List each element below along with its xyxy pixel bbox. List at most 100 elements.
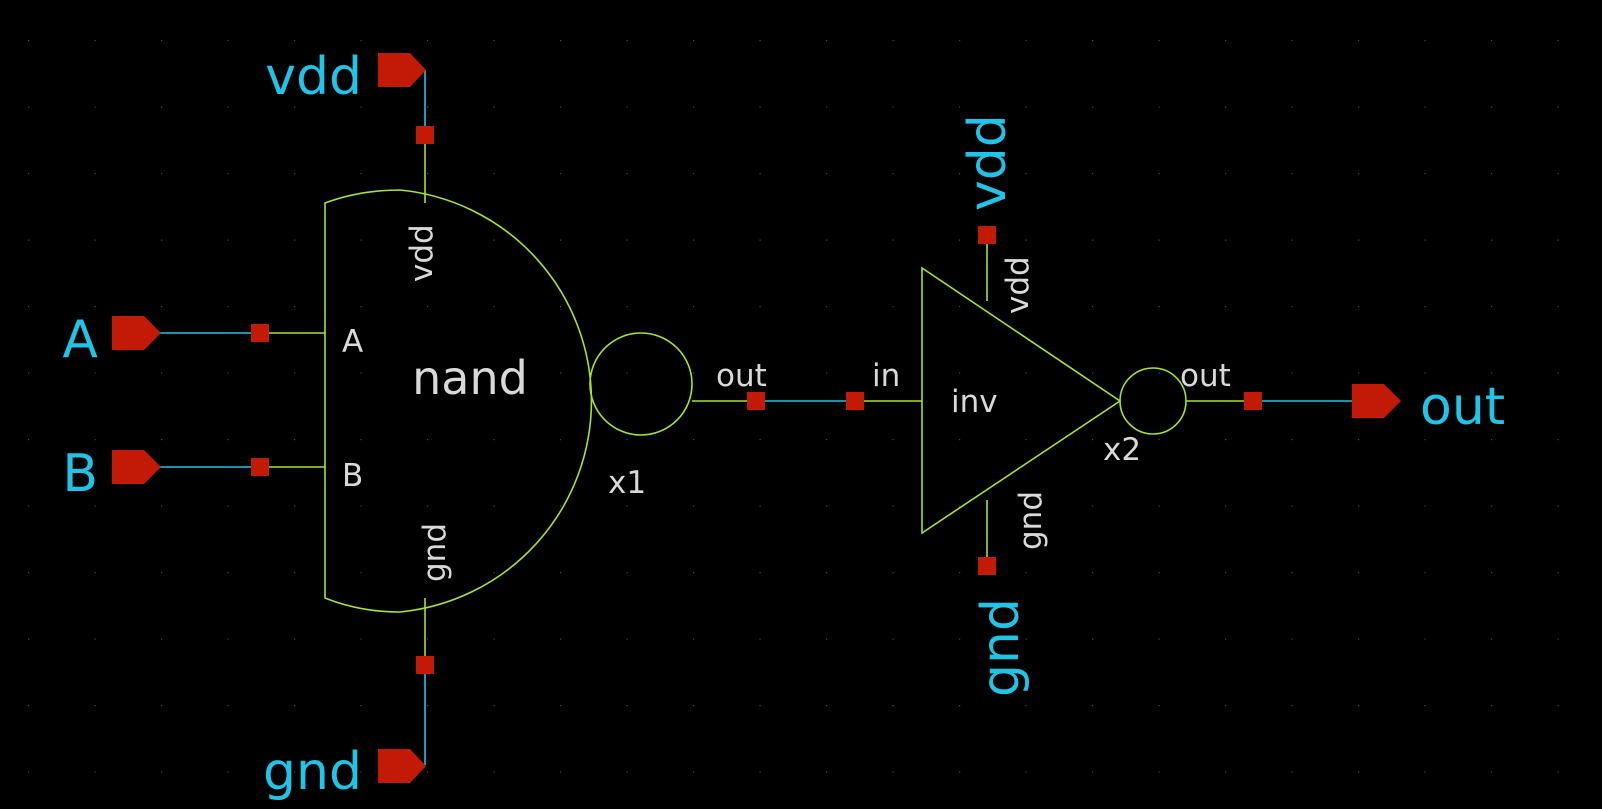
grid-dot [1158,239,1160,241]
grid-dot [959,239,961,241]
port-a-shape[interactable] [112,316,161,350]
grid-dot [826,173,828,175]
grid-dot [360,372,362,374]
junction-a[interactable] [251,324,269,342]
grid-dot [1291,372,1293,374]
grid-dot [161,572,163,574]
grid-dot [28,372,30,374]
grid-dot [1225,40,1227,42]
grid-dot [28,106,30,108]
junction-inv-in[interactable] [846,392,864,410]
junction-vdd-top[interactable] [416,126,434,144]
grid-dot [626,638,628,640]
grid-dot [1358,306,1360,308]
grid-dot [161,439,163,441]
grid-dot [1092,372,1094,374]
grid-dot [94,505,96,507]
port-b-shape[interactable] [112,450,161,484]
junction-gnd-bottom[interactable] [416,656,434,674]
grid-dot [1225,439,1227,441]
grid-dot [1092,239,1094,241]
grid-dot [360,505,362,507]
grid-dot [493,705,495,707]
grid-dot [1092,771,1094,773]
junction-nand-out[interactable] [747,392,765,410]
grid-dot [1358,705,1360,707]
grid-dot [28,705,30,707]
grid-dot [1025,306,1027,308]
grid-dot [1158,638,1160,640]
grid-dot [560,106,562,108]
grid-dot [626,40,628,42]
grid-dot [1225,505,1227,507]
grid-dot [1557,239,1559,241]
junction-inv-out[interactable] [1244,392,1262,410]
grid-dot [626,173,628,175]
port-vdd-top-shape[interactable] [378,53,426,87]
grid-dot [1557,705,1559,707]
grid-dot [1025,572,1027,574]
port-out-shape[interactable] [1352,384,1401,418]
grid-dot [1092,306,1094,308]
grid-dot [161,106,163,108]
grid-dot [1291,638,1293,640]
junctions [251,126,1262,674]
grid-dot [227,40,229,42]
port-vdd-top-label: vdd [265,47,362,107]
grid-dot [1291,106,1293,108]
grid-dot [759,106,761,108]
port-gnd-bottom-shape[interactable] [378,749,426,783]
grid-dot [759,372,761,374]
grid-dot [1025,439,1027,441]
inverter-pin-in-label: in [872,358,900,394]
grid-dot [959,771,961,773]
grid-dot [28,572,30,574]
grid-dot [94,572,96,574]
grid-dot [1491,705,1493,707]
grid-dot [28,771,30,773]
junction-b[interactable] [251,458,269,476]
nand-instance-name: x1 [608,465,646,501]
grid-dot [759,239,761,241]
nand-pin-b-label: B [342,458,363,494]
inverter-symbol[interactable]: inv in out vdd gnd x2 [855,235,1253,566]
grid-dot [959,40,961,42]
grid-dot [1557,306,1559,308]
grid-dot [759,705,761,707]
grid-dot [1158,771,1160,773]
grid-dot [1025,239,1027,241]
grid-dot [892,106,894,108]
grid-dot [693,771,695,773]
grid-dot [94,771,96,773]
grid-dots [28,40,1559,773]
nand-symbol[interactable]: nand A B vdd gnd out x1 [260,135,767,665]
grid-dot [759,439,761,441]
grid-dot [161,505,163,507]
grid-dot [1225,239,1227,241]
grid-dot [227,239,229,241]
grid-dot [959,173,961,175]
grid-dot [959,106,961,108]
grid-dot [1025,505,1027,507]
grid-dot [1158,439,1160,441]
grid-dot [626,239,628,241]
grid-dot [1424,771,1426,773]
grid-dot [1291,505,1293,507]
grid-dot [1491,771,1493,773]
grid-dot [1025,771,1027,773]
junction-inv-vdd[interactable] [978,226,996,244]
grid-dot [626,505,628,507]
grid-dot [294,239,296,241]
grid-dot [1025,40,1027,42]
grid-dot [493,771,495,773]
grid-dot [1291,572,1293,574]
grid-dot [560,173,562,175]
junction-inv-gnd[interactable] [978,557,996,575]
grid-dot [626,372,628,374]
grid-dot [1025,705,1027,707]
grid-dot [493,372,495,374]
grid-dot [493,572,495,574]
grid-dot [294,572,296,574]
grid-dot [1225,705,1227,707]
grid-dot [892,372,894,374]
